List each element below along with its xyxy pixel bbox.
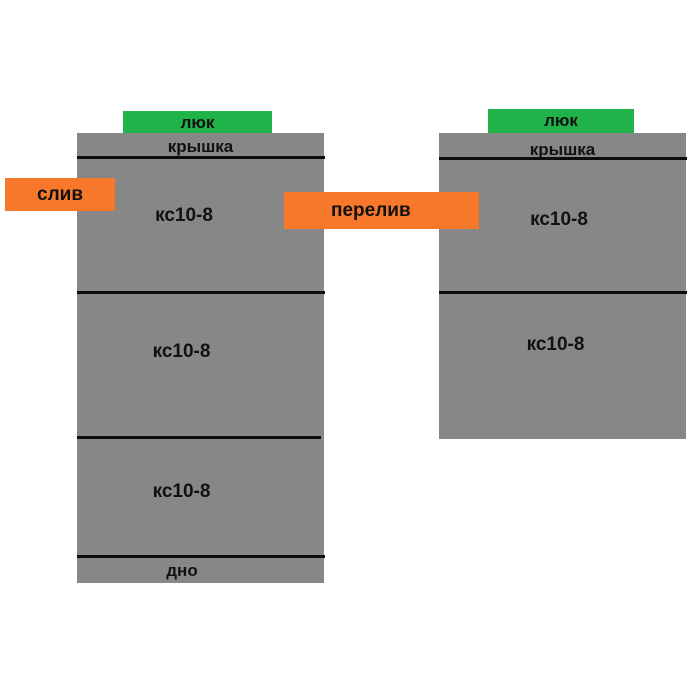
left-separator-1 [77,291,325,294]
left-separator-2 [77,436,321,439]
drain-pipe-label: слив [37,183,83,205]
right-hatch-label: люк [544,111,578,130]
left-separator-bottom [77,555,325,558]
right-hatch: люк [488,109,634,133]
left-hatch-label: люк [180,112,215,132]
left-ring-2-label: кс10-8 [152,341,211,362]
right-cover-label: крышка [529,140,596,159]
left-well [77,133,324,583]
left-bottom-label: дно [166,561,198,580]
left-hatch: люк [123,111,272,134]
drain-pipe: слив [5,178,115,211]
left-cover-label: крышка [167,137,234,156]
right-ring-1-label: кс10-8 [530,209,588,230]
right-ring-2-label: кс10-8 [526,334,585,355]
left-ring-1-label: кс10-8 [155,205,213,226]
right-separator-cover [439,157,687,160]
left-separator-cover [77,156,325,159]
right-separator-1 [439,291,687,294]
left-ring-3-label: кс10-8 [152,481,211,502]
right-well [439,133,686,439]
overflow-pipe: перелив [284,192,479,229]
overflow-pipe-label: перелив [331,199,411,221]
